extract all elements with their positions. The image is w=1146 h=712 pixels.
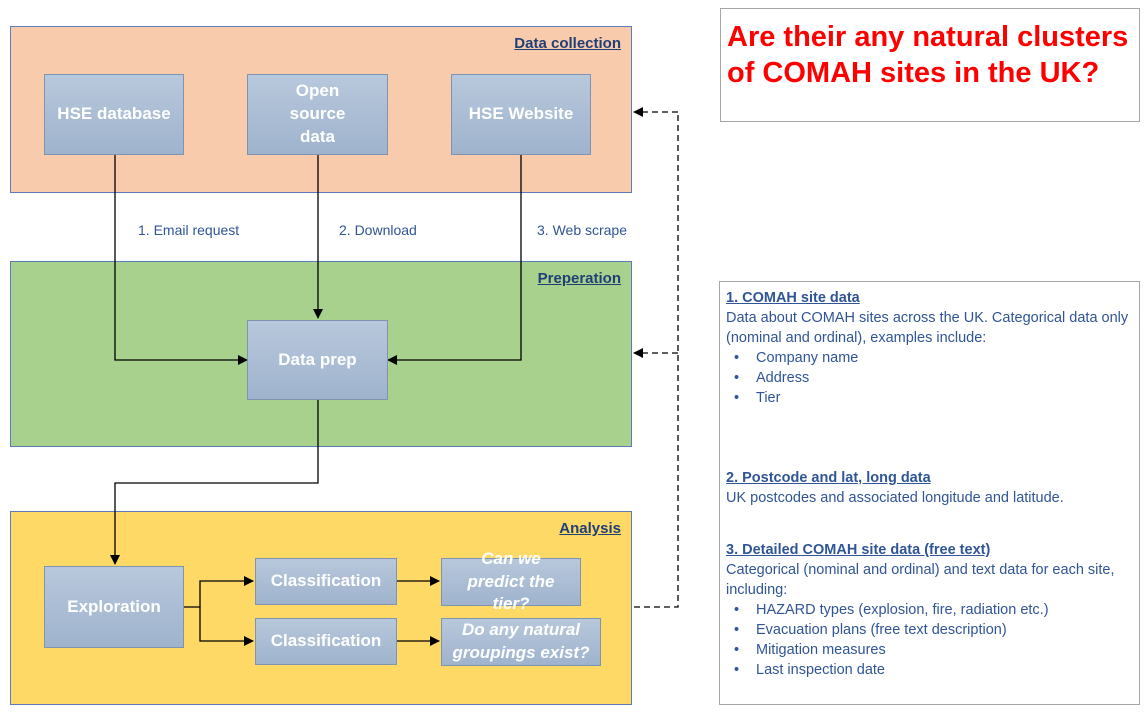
panel-preparation: Preperation [10,261,632,447]
edge-hse-website-to-prep [387,154,522,365]
node-question-groupings: Do any natural groupings exist? [441,618,601,666]
node-data-prep: Data prep [247,320,388,400]
node-hse-database: HSE database [44,74,184,155]
node-classification-1: Classification [255,558,397,605]
info-section-3: 3. Detailed COMAH site data (free text) … [726,540,1133,680]
info-section-3-title: 3. Detailed COMAH site data (free text) [726,542,991,558]
info-section-1: 1. COMAH site data Data about COMAH site… [726,288,1133,408]
list-item: Mitigation measures [726,640,1133,660]
research-question-box: Are their any natural clusters of COMAH … [720,8,1140,122]
list-item: Tier [726,388,1133,408]
info-section-2-text: UK postcodes and associated longitude an… [726,490,1064,506]
list-item: Address [726,368,1133,388]
edge-label-email-request: 1. Email request [138,222,240,238]
edge-label-web-scrape: 3. Web scrape [537,222,628,238]
info-section-3-list: HAZARD types (explosion, fire, radiation… [726,600,1133,680]
node-open-source-data: Open source data [247,74,388,155]
node-classification-2: Classification [255,618,397,665]
edge-exploration-to-class1 [184,576,254,608]
list-item: Evacuation plans (free text description) [726,620,1133,640]
list-item: HAZARD types (explosion, fire, radiation… [726,600,1133,620]
edge-exploration-to-class2 [199,607,254,646]
data-sources-info-box: 1. COMAH site data Data about COMAH site… [719,281,1140,705]
info-section-2: 2. Postcode and lat, long data UK postco… [726,468,1133,508]
info-section-1-text: Data about COMAH sites across the UK. Ca… [726,310,1129,346]
panel-title-preparation: Preperation [537,270,621,287]
edge-prep-to-exploration [110,400,319,565]
research-question-text: Are their any natural clusters of COMAH … [727,21,1129,90]
panel-title-analysis: Analysis [559,520,621,537]
edge-hse-database-to-prep [114,154,248,365]
info-section-2-title: 2. Postcode and lat, long data [726,470,931,486]
info-section-1-title: 1. COMAH site data [726,290,860,306]
panel-title-data-collection: Data collection [514,35,621,52]
node-question-tier: Can we predict the tier? [441,549,581,613]
list-item: Last inspection date [726,660,1133,680]
node-exploration: Exploration [44,566,184,648]
info-section-3-text: Categorical (nominal and ordinal) and te… [726,562,1115,598]
node-hse-website: HSE Website [451,74,591,155]
info-section-1-list: Company name Address Tier [726,348,1133,408]
feedback-loop-line [634,112,679,608]
list-item: Company name [726,348,1133,368]
edge-label-download: 2. Download [339,222,417,238]
